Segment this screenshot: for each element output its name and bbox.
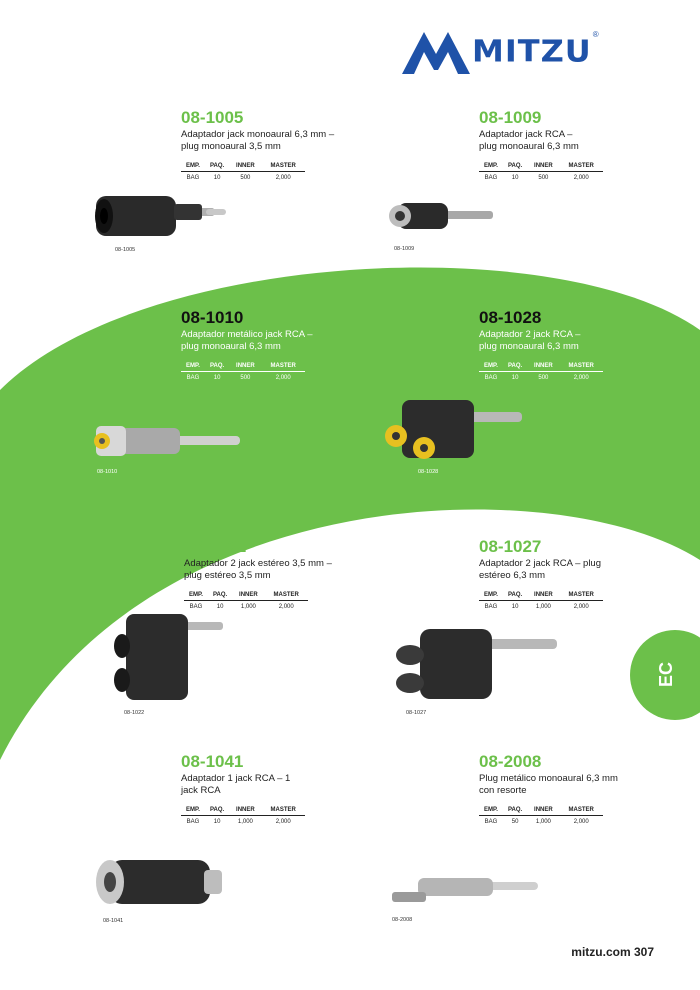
product-description: Adaptador jack RCA – plug monoaural 6,3 … bbox=[479, 129, 579, 152]
product-sku: 08-1041 bbox=[181, 752, 244, 771]
page-footer: mitzu.com 307 bbox=[571, 945, 654, 959]
photo-caption: 08-1009 bbox=[394, 246, 415, 252]
photo-caption: 08-2008 bbox=[392, 917, 413, 923]
footer-site: mitzu.com bbox=[571, 945, 631, 959]
page-number: 307 bbox=[633, 945, 654, 959]
product-photo-08-1009 bbox=[389, 203, 493, 229]
photo-caption: 08-1041 bbox=[103, 918, 124, 924]
product-sku: 08-1005 bbox=[181, 108, 244, 127]
photo-caption: 08-1028 bbox=[418, 469, 439, 475]
product-description: Adaptador 2 jack RCA – plug monoaural 6,… bbox=[479, 329, 581, 352]
product-sku: 08-1022 bbox=[184, 537, 247, 556]
product-08-2008: 08-2008 Plug metálico monoaural 6,3 mm c… bbox=[479, 752, 659, 825]
section-tab-label: EC bbox=[656, 661, 677, 688]
product-photo-08-1005 bbox=[95, 196, 226, 236]
photo-caption: 08-1027 bbox=[406, 710, 427, 716]
product-sku: 08-1009 bbox=[479, 108, 542, 127]
product-description: Adaptador 2 jack estéreo 3,5 mm – plug e… bbox=[184, 558, 332, 581]
product-sku: 08-1010 bbox=[181, 308, 244, 327]
product-description: Plug metálico monoaural 6,3 mm con resor… bbox=[479, 773, 618, 796]
mitzu-m-logo-icon bbox=[402, 32, 470, 74]
product-description: Adaptador jack monoaural 6,3 mm – plug m… bbox=[181, 129, 335, 152]
photo-caption: 08-1022 bbox=[124, 710, 145, 716]
product-description: Adaptador 2 jack RCA – plug estéreo 6,3 … bbox=[479, 558, 601, 581]
product-08-1009: 08-1009 Adaptador jack RCA – plug monoau… bbox=[479, 108, 659, 181]
product-photo-08-1022 bbox=[114, 614, 223, 700]
product-photo-08-1010 bbox=[94, 426, 240, 456]
product-08-1027: 08-1027 Adaptador 2 jack RCA – plug esté… bbox=[479, 537, 659, 610]
photo-caption: 08-1005 bbox=[115, 247, 136, 253]
product-photo-08-1028 bbox=[385, 400, 522, 459]
registered-mark: ® bbox=[592, 30, 599, 39]
photo-caption: 08-1010 bbox=[97, 469, 118, 475]
product-08-1022: 08-1022 Adaptador 2 jack estéreo 3,5 mm … bbox=[184, 537, 364, 610]
product-08-1028: 08-1028 Adaptador 2 jack RCA – plug mono… bbox=[479, 308, 659, 381]
product-08-1005: 08-1005 Adaptador jack monoaural 6,3 mm … bbox=[181, 108, 361, 181]
brand-name: MITZU bbox=[472, 32, 592, 70]
product-photo-08-2008 bbox=[392, 878, 538, 902]
product-photo-08-1027 bbox=[396, 629, 557, 699]
product-description: Adaptador metálico jack RCA – plug monoa… bbox=[181, 329, 313, 352]
product-08-1010: 08-1010 Adaptador metálico jack RCA – pl… bbox=[181, 308, 361, 381]
product-description: Adaptador 1 jack RCA – 1 jack RCA bbox=[181, 773, 291, 796]
product-sku: 08-2008 bbox=[479, 752, 542, 771]
brand-logo: MITZU ® bbox=[402, 26, 652, 76]
product-08-1041: 08-1041 Adaptador 1 jack RCA – 1 jack RC… bbox=[181, 752, 361, 825]
product-sku: 08-1027 bbox=[479, 537, 542, 556]
product-photo-08-1041 bbox=[96, 860, 222, 904]
section-tab bbox=[630, 630, 700, 720]
product-sku: 08-1028 bbox=[479, 308, 542, 327]
